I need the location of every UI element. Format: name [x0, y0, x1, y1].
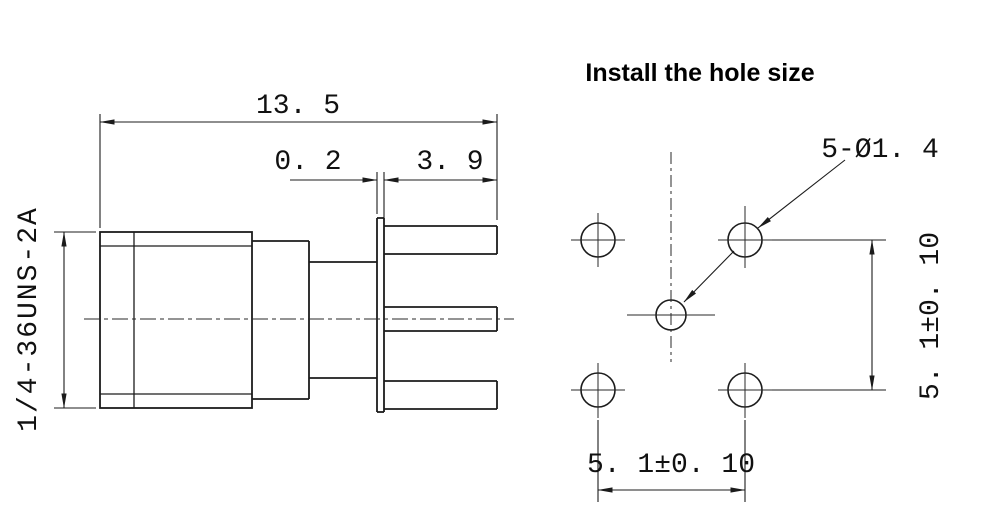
hole-pattern: [571, 152, 772, 418]
overall-width-dim: 13. 5: [256, 91, 340, 122]
hole-callout-label: 5-Ø1. 4: [821, 135, 939, 166]
leg-length-dim: 3. 9: [416, 147, 483, 178]
thread-spec-label: 1/4-36UNS-2A: [14, 206, 45, 432]
side-view-dimensions: 13. 5 0. 2 3. 9 1/4-36UNS-2A: [14, 91, 498, 432]
tab-thickness-dim: 0. 2: [274, 147, 341, 178]
vertical-pitch-dim: 5. 1±0. 10: [916, 232, 947, 400]
horizontal-pitch-dim: 5. 1±0. 10: [587, 450, 755, 481]
hole-pattern-dimensions: 5-Ø1. 4 5. 1±0. 10 5. 1±0. 10: [587, 135, 947, 502]
drawing-title: Install the hole size: [585, 59, 814, 87]
connector-side-view: [84, 217, 514, 413]
